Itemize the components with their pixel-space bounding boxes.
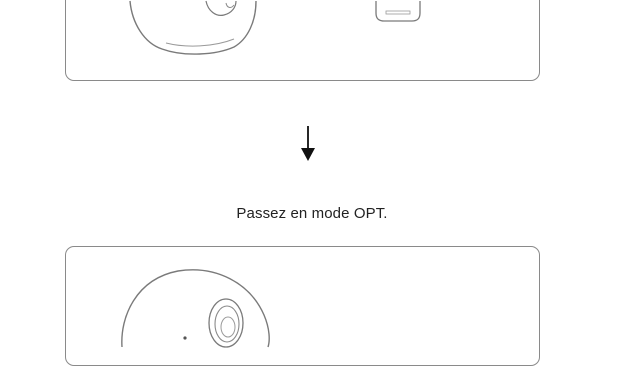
instruction-caption: Passez en mode OPT. xyxy=(236,205,388,222)
instruction-figure: Passez en mode OPT. xyxy=(65,0,540,366)
speaker-device-icon xyxy=(121,269,270,348)
speaker-device-icon xyxy=(129,0,257,55)
top-illustration-panel xyxy=(65,0,540,81)
bottom-illustration-panel xyxy=(65,246,540,366)
remote-control-icon xyxy=(375,1,421,22)
arrow-down-icon xyxy=(301,126,315,161)
